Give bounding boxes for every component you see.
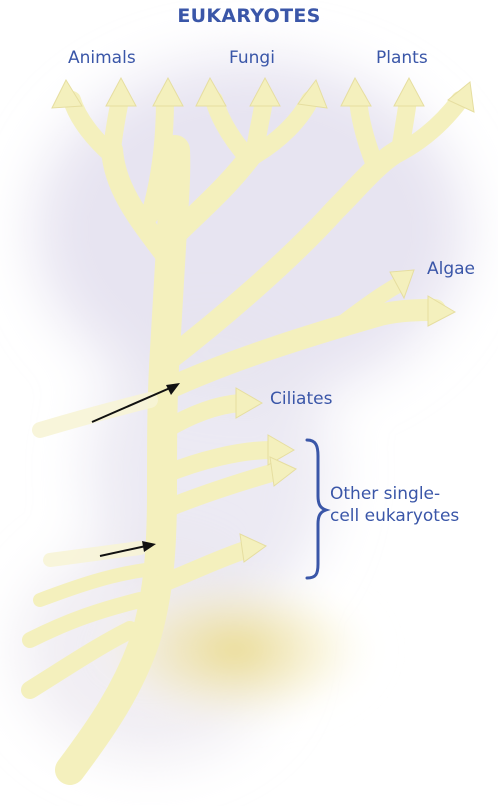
label-ciliates: Ciliates [270, 390, 332, 410]
label-other-line-2: cell eukaryotes [330, 505, 459, 527]
diagram-title: EUKARYOTES [0, 6, 498, 28]
label-plants: Plants [376, 49, 428, 69]
label-fungi: Fungi [229, 49, 275, 69]
label-animals: Animals [68, 49, 136, 69]
label-other-single-cell-eukaryotes: Other single- cell eukaryotes [330, 483, 459, 527]
arrowhead-plants-2 [394, 78, 424, 106]
label-other-line-1: Other single- [330, 483, 459, 505]
label-algae: Algae [427, 260, 475, 280]
animals-branch-mid [112, 100, 120, 150]
